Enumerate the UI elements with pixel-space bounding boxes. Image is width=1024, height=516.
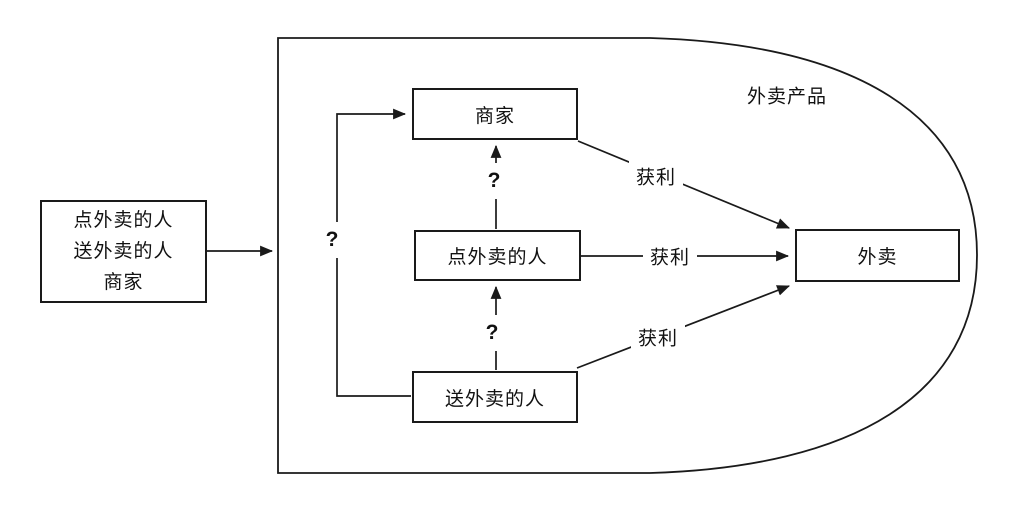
question-label-left: ? [316, 222, 348, 258]
product-node: 外卖 [795, 229, 960, 282]
profit-label-middle: 获利 [642, 240, 698, 272]
input-line-orderer: 点外卖的人 [73, 210, 174, 231]
system-title-label: 外卖产品 [746, 86, 828, 108]
input-line-courier: 送外卖的人 [73, 241, 174, 262]
input-line-merchant: 商家 [103, 272, 144, 293]
system-boundary-shape [277, 37, 978, 474]
orderer-node: 点外卖的人 [414, 230, 581, 281]
merchant-node: 商家 [412, 88, 578, 140]
merchant-profit-arrow [577, 140, 791, 229]
profit-label-bottom: 获利 [630, 321, 686, 353]
profit-label-top: 获利 [628, 160, 684, 192]
courier-node: 送外卖的人 [412, 371, 578, 423]
question-label-lower: ? [476, 315, 508, 351]
left-question-connector-arrow [336, 108, 411, 397]
question-label-upper: ? [478, 163, 510, 199]
input-group-box: 点外卖的人 送外卖的人 商家 [40, 200, 207, 303]
